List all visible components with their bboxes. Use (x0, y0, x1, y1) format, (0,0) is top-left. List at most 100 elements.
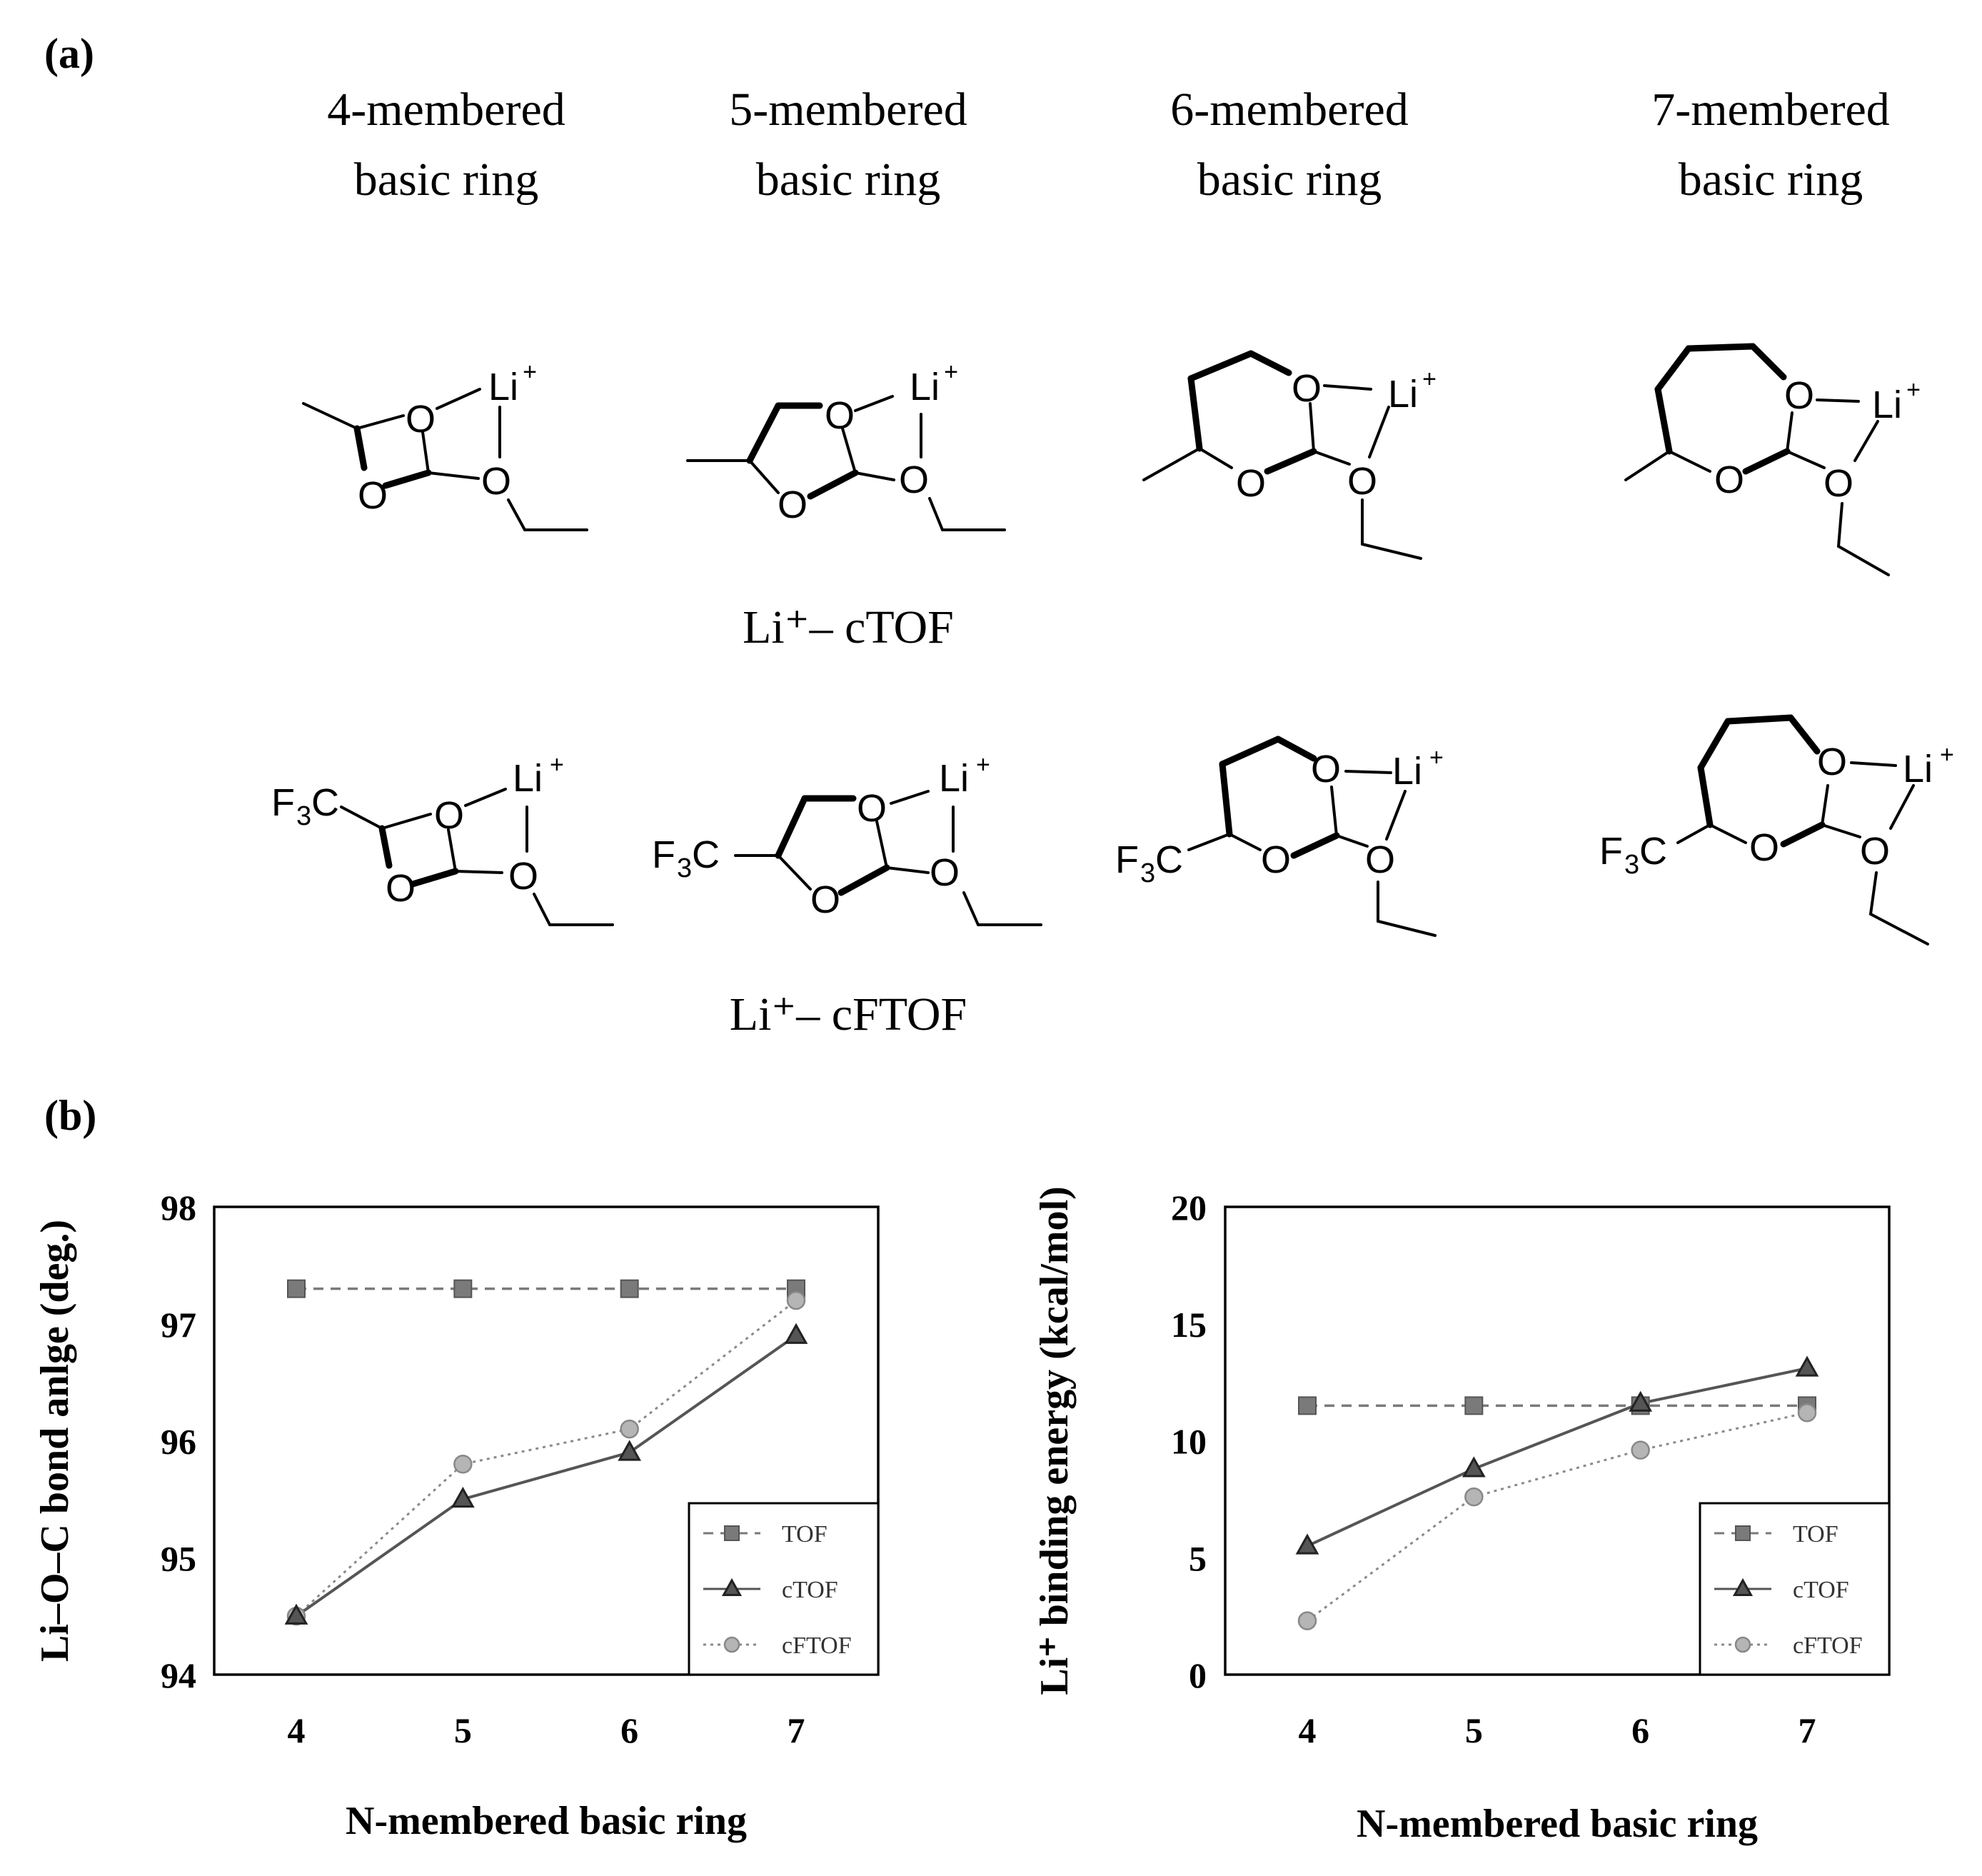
col-header-7-line2: basic ring (1679, 154, 1863, 206)
atom-charge: + (1940, 741, 1954, 768)
data-point-cftof (786, 1290, 806, 1310)
data-point-ctof (451, 1486, 475, 1508)
atom-subscript: 3 (1140, 858, 1155, 888)
atom-li: Li (910, 366, 940, 408)
atom-labels-cftof: F 3 C O O O Li + F 3 C O O O Li + F 3 C … (271, 741, 1954, 921)
atom-o: O (386, 867, 416, 910)
series-line-cftof (1307, 1411, 1808, 1622)
row2-caption: Li⁺– cFTOF (730, 988, 967, 1040)
cf3-group: F 3 C (1115, 838, 1183, 888)
col-header-7-line1: 7-membered (1651, 84, 1890, 136)
atom-labels-ctof: O O O Li + O O O Li + O O O Li + O O O L… (358, 358, 1921, 526)
legend-label-ctof: cTOF (1793, 1577, 1849, 1603)
col-header-4-line1: 4-membered (327, 84, 565, 136)
atom-c: C (1155, 838, 1183, 881)
y-tick-label: 0 (1189, 1655, 1207, 1695)
structure-5-cftof (734, 790, 1042, 926)
atom-c: C (692, 833, 720, 876)
atom-li: Li (939, 757, 969, 800)
atom-f: F (652, 833, 675, 876)
atom-o: O (508, 855, 538, 898)
legend-label-cftof: cFTOF (782, 1632, 852, 1659)
legend-marker-cftof (1734, 1636, 1751, 1653)
atom-li: Li (1903, 748, 1933, 791)
atom-o: O (1749, 826, 1779, 869)
atom-o: O (1817, 741, 1847, 783)
y-tick-label: 97 (161, 1305, 196, 1345)
cf3-group: F 3 C (1599, 830, 1667, 880)
data-point-tof (287, 1279, 306, 1298)
atom-charge: + (944, 358, 958, 386)
atom-f: F (1115, 838, 1139, 881)
x-axis-label: N-membered basic ring (1357, 1802, 1758, 1846)
data-point-ctof (1462, 1456, 1486, 1478)
atom-o: O (434, 794, 464, 837)
atom-o: O (810, 878, 840, 921)
atom-o: O (1365, 838, 1395, 881)
structure-7-cftof (1676, 714, 1929, 945)
y-axis-label: Li–O–C bond anlge (deg.) (33, 1220, 77, 1662)
structure-5-ctof (686, 395, 1006, 531)
panel-a-label: (a) (44, 30, 94, 77)
atom-li: Li (488, 366, 518, 408)
data-point-ctof (1629, 1390, 1653, 1412)
data-point-cftof (1464, 1487, 1484, 1507)
x-tick-label: 7 (788, 1710, 805, 1750)
atom-o: O (1714, 458, 1744, 501)
atom-charge: + (976, 751, 990, 778)
legend-label-ctof: cTOF (782, 1577, 838, 1603)
atom-o: O (481, 460, 511, 503)
row1-caption: Li⁺– cTOF (743, 601, 954, 653)
atom-o: O (406, 398, 436, 441)
data-point-cftof (453, 1455, 473, 1474)
atom-f: F (1599, 830, 1623, 873)
legend-marker-tof (724, 1525, 740, 1541)
atom-li: Li (1872, 383, 1902, 426)
atom-c: C (311, 781, 339, 824)
y-tick-label: 95 (161, 1538, 196, 1578)
atom-li: Li (513, 757, 543, 800)
atom-o: O (778, 483, 808, 526)
atom-o: O (1292, 367, 1322, 410)
atom-subscript: 3 (1624, 850, 1639, 880)
structure-6-cftof (1187, 736, 1437, 937)
atom-o: O (930, 851, 960, 894)
atom-o: O (1823, 462, 1853, 505)
atom-o: O (358, 474, 388, 517)
structure-row-cftof (340, 714, 1929, 945)
panel-b-label: (b) (44, 1092, 96, 1139)
atom-f: F (271, 781, 295, 824)
x-tick-label: 5 (454, 1710, 472, 1750)
data-point-ctof (1795, 1355, 1819, 1377)
cf3-group: F 3 C (652, 833, 720, 883)
atom-o: O (1347, 460, 1377, 503)
data-point-ctof (618, 1440, 642, 1461)
series-line-ctof (1307, 1367, 1808, 1548)
atom-o: O (857, 787, 887, 830)
y-tick-label: 94 (161, 1655, 196, 1695)
cf3-group: F 3 C (271, 781, 339, 831)
data-point-tof (453, 1279, 473, 1298)
atom-charge: + (1422, 366, 1437, 393)
atom-o: O (1860, 830, 1890, 873)
data-point-cftof (1797, 1403, 1817, 1423)
legend-marker-ctof (721, 1577, 743, 1596)
data-point-cftof (1297, 1611, 1317, 1630)
atom-li: Li (1392, 750, 1422, 793)
atom-charge: + (1429, 744, 1444, 771)
x-tick-label: 7 (1799, 1710, 1816, 1750)
atom-o: O (1261, 838, 1291, 881)
legend-marker-cftof (723, 1636, 740, 1653)
atom-subscript: 3 (677, 853, 692, 883)
plot-frame (213, 1205, 880, 1676)
structure-4-cftof (340, 788, 614, 926)
column-headers: 4-membered basic ring 5-membered basic r… (327, 84, 1890, 206)
data-point-cftof (1631, 1440, 1650, 1460)
y-tick-label: 15 (1171, 1305, 1207, 1345)
y-tick-label: 98 (161, 1188, 196, 1228)
data-point-ctof (1295, 1533, 1319, 1555)
data-point-cftof (620, 1419, 639, 1439)
